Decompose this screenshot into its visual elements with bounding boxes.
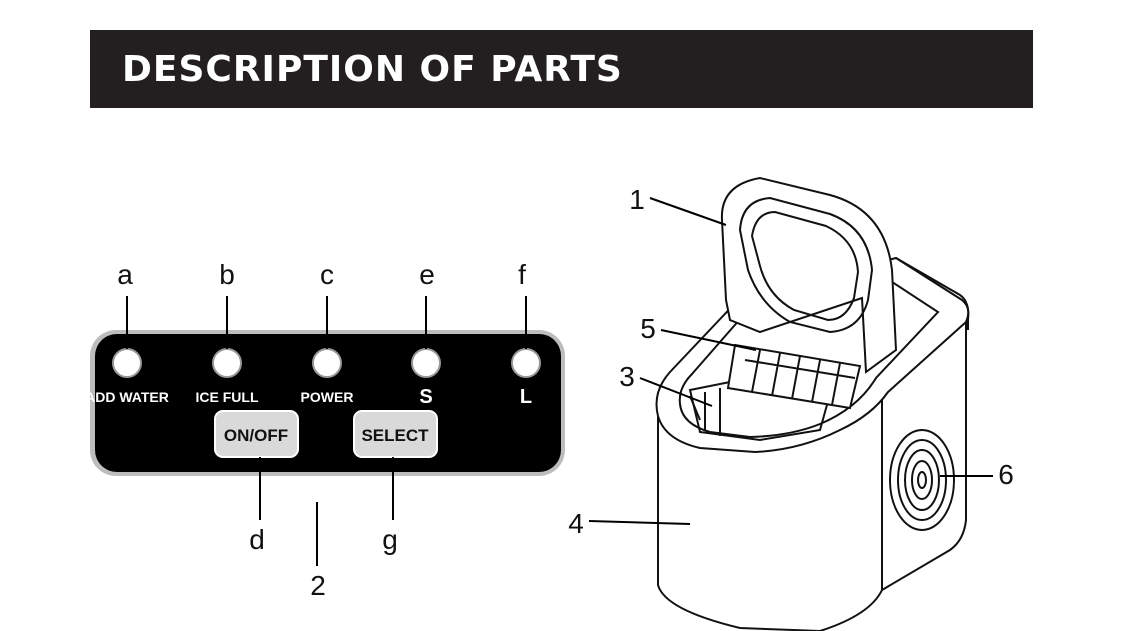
- callout-f: f: [518, 259, 526, 290]
- fan-vent-hub: [917, 471, 927, 489]
- section-header: DESCRIPTION OF PARTS: [90, 30, 1033, 108]
- add-water-indicator-light: [112, 348, 142, 378]
- callout-c: c: [320, 259, 334, 290]
- leader-1: [649, 197, 727, 226]
- on-off-button-label: ON/OFF: [224, 426, 288, 445]
- ice-full-label: ICE FULL: [196, 389, 259, 405]
- lid-window-outer: [738, 196, 874, 334]
- callout-a: a: [117, 259, 133, 290]
- basket-detail: [689, 388, 721, 436]
- machine-callouts: 1 5 3 4 6: [568, 184, 1014, 539]
- add-water-label: ADD WATER: [85, 389, 169, 405]
- callout-e: e: [419, 259, 435, 290]
- ice-maker-illustration: [655, 176, 970, 631]
- machine-side: [881, 322, 967, 591]
- callout-1: 1: [629, 184, 645, 215]
- fan-vent-ring-1: [897, 439, 947, 521]
- leader-5: [660, 329, 757, 351]
- callout-g: g: [382, 524, 398, 555]
- machine-front-right-edge: [819, 400, 883, 631]
- select-button-label: SELECT: [361, 426, 429, 445]
- on-off-button[interactable]: [214, 410, 299, 458]
- callout-d: d: [249, 524, 265, 555]
- large-size-label: L: [520, 386, 532, 408]
- leader-4: [588, 520, 691, 525]
- callout-4: 4: [568, 508, 584, 539]
- panel-callouts: a b c e f d g 2: [117, 259, 527, 601]
- callout-2: 2: [310, 570, 326, 601]
- fan-vent-ring-3: [911, 460, 933, 500]
- machine-front-left: [657, 416, 821, 631]
- callout-b: b: [219, 259, 235, 290]
- section-title: DESCRIPTION OF PARTS: [122, 49, 623, 90]
- ice-full-indicator-light: [212, 348, 242, 378]
- fan-vent-ring-2: [904, 449, 940, 511]
- leader-3: [639, 377, 713, 407]
- ice-tray: [726, 343, 862, 410]
- callout-6: 6: [998, 459, 1014, 490]
- ice-tray-fingers: [744, 349, 856, 406]
- large-size-indicator-light: [511, 348, 541, 378]
- fan-vent: [889, 429, 955, 531]
- select-button[interactable]: [353, 410, 438, 458]
- control-panel-face: [95, 334, 561, 472]
- lid-window-inner: [750, 210, 860, 322]
- control-panel: ADD WATER ICE FULL POWER S L ON/OFF SELE…: [85, 330, 565, 476]
- small-size-indicator-light: [411, 348, 441, 378]
- power-indicator-light: [312, 348, 342, 378]
- callout-5: 5: [640, 313, 656, 344]
- callout-3: 3: [619, 361, 635, 392]
- power-label: POWER: [301, 389, 354, 405]
- small-size-label: S: [419, 386, 432, 408]
